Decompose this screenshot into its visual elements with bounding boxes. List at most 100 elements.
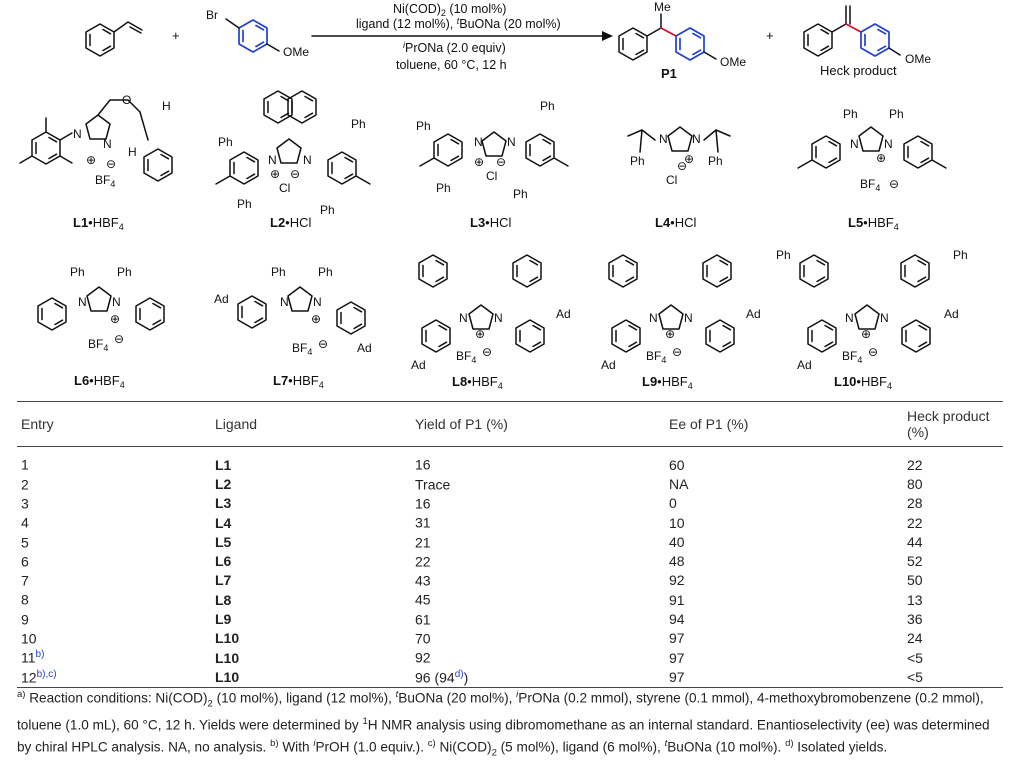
cell-ee: 60 (669, 456, 685, 473)
reaction-arrow (311, 31, 613, 41)
svg-text:Ph: Ph (271, 265, 286, 279)
ligand-l8-structure: N N ⊕ Ad Ad BF4 ⊖ (411, 254, 571, 372)
svg-text:N: N (494, 311, 503, 325)
svg-text:⊕: ⊕ (665, 327, 675, 341)
cell-heck: <5 (907, 649, 923, 666)
ligand-l9-structure: N N ⊕ Ad Ad BF4 ⊖ (601, 254, 761, 372)
cell-entry: 11b) (21, 649, 45, 666)
cell-entry: 7 (21, 572, 29, 589)
svg-text:N: N (459, 311, 468, 325)
cell-ligand: L9 (215, 611, 232, 628)
plus-sign: + (766, 28, 774, 43)
cell-yield: 61 (415, 611, 431, 628)
header-entry: Entry (21, 416, 54, 432)
cell-heck: 80 (907, 475, 923, 492)
cell-ee: 94 (669, 611, 685, 628)
svg-text:Ph: Ph (776, 248, 791, 262)
ome-group: OMe (720, 55, 746, 69)
svg-text:⊖: ⊖ (482, 345, 492, 359)
svg-text:BF4: BF4 (646, 349, 666, 365)
svg-text:N: N (103, 137, 112, 151)
cell-ee: 97 (669, 630, 685, 647)
ligand-l2-label: L2•HCl (270, 215, 311, 230)
ligand-l5-structure: N N ⊕ Ph Ph BF4 ⊖ (797, 107, 947, 193)
header-ee: Ee of P1 (%) (669, 416, 749, 432)
cell-heck: 50 (907, 572, 923, 589)
svg-text:Ph: Ph (218, 135, 233, 149)
svg-text:N: N (78, 295, 87, 309)
svg-text:N: N (280, 295, 289, 309)
svg-text:Ph: Ph (436, 181, 451, 195)
ligand-l8-label: L8•HBF4 (452, 374, 503, 391)
cell-heck: 28 (907, 495, 923, 512)
svg-text:H: H (162, 99, 171, 113)
cell-ee: 97 (669, 649, 685, 666)
styrene-structure (85, 21, 143, 57)
cell-ligand: L3 (215, 495, 232, 512)
ligand-l3-label: L3•HCl (470, 215, 511, 230)
svg-text:⊖: ⊖ (677, 159, 687, 173)
svg-text:Ph: Ph (320, 203, 335, 217)
condition-line-4: toluene, 60 °C, 12 h (396, 58, 507, 72)
ligand-l10-structure: Ph Ph N N ⊕ Ad Ad BF4 ⊖ (776, 248, 968, 372)
footnote-b-mark: b) (270, 737, 279, 749)
condition-line-1: Ni(COD)2 (10 mol%) (393, 2, 506, 18)
svg-text:⊕: ⊕ (474, 155, 484, 169)
svg-text:BF4: BF4 (292, 341, 312, 357)
ome-group: OMe (905, 52, 931, 66)
me-label: Me (654, 0, 671, 14)
svg-text:Cl: Cl (666, 173, 677, 187)
cell-ligand: L8 (215, 591, 232, 608)
condition-line-3: iPrONa (2.0 equiv) (403, 40, 506, 55)
svg-text:BF4: BF4 (842, 349, 862, 365)
svg-text:N: N (845, 311, 854, 325)
svg-text:BF4: BF4 (456, 349, 476, 365)
svg-text:N: N (507, 135, 516, 149)
svg-text:⊖: ⊖ (290, 167, 300, 181)
cell-yield: Trace (415, 476, 451, 493)
cell-ligand: L10 (215, 668, 240, 685)
table-footnotes: a) Reaction conditions: Ni(COD)2 (10 mol… (17, 689, 990, 759)
svg-text:⊖: ⊖ (114, 332, 124, 346)
svg-text:Ph: Ph (416, 119, 431, 133)
svg-text:O: O (122, 93, 131, 107)
svg-text:N: N (313, 295, 322, 309)
header-heck: Heck product (%) (907, 408, 990, 440)
product-p1-structure: Me OMe (618, 0, 746, 69)
ligand-l4-structure: N N ⊕ ⊖ Cl Ph Ph (627, 126, 731, 187)
ome-group: OMe (283, 45, 309, 59)
table-header-row: Entry Ligand Yield of P1 (%) Ee of P1 (%… (17, 401, 1003, 447)
footnote-a-mark: a) (17, 689, 26, 700)
svg-text:⊕: ⊕ (110, 312, 120, 326)
cell-yield: 70 (415, 630, 431, 647)
svg-text:Ad: Ad (746, 307, 761, 321)
cell-entry: 5 (21, 534, 29, 551)
header-ligand: Ligand (215, 416, 258, 432)
cell-yield: 21 (415, 534, 431, 551)
condition-line-2: ligand (12 mol%), tBuONa (20 mol%) (356, 16, 561, 31)
svg-text:Ph: Ph (843, 107, 858, 121)
cell-ligand: L5 (215, 533, 232, 550)
svg-text:Ph: Ph (708, 154, 723, 168)
svg-text:Ph: Ph (318, 265, 333, 279)
svg-text:⊖: ⊖ (889, 177, 899, 191)
cell-yield: 16 (415, 495, 431, 512)
reaction-scheme: + Br OMe Ni(COD)2 (10 mol%) ligand (12 m… (19, 0, 968, 391)
cell-heck: 52 (907, 553, 923, 570)
cell-entry: 8 (21, 592, 29, 609)
cell-ee: 40 (669, 533, 685, 550)
ligand-l9-label: L9•HBF4 (642, 374, 693, 391)
cell-ee: 91 (669, 591, 685, 608)
cell-heck: 22 (907, 456, 923, 473)
svg-text:⊖: ⊖ (496, 155, 506, 169)
svg-text:Cl: Cl (279, 181, 290, 195)
svg-text:Ph: Ph (70, 265, 85, 279)
svg-text:Ad: Ad (797, 358, 812, 372)
svg-text:H: H (128, 145, 137, 159)
ligand-l5-label: L5•HBF4 (848, 215, 899, 232)
